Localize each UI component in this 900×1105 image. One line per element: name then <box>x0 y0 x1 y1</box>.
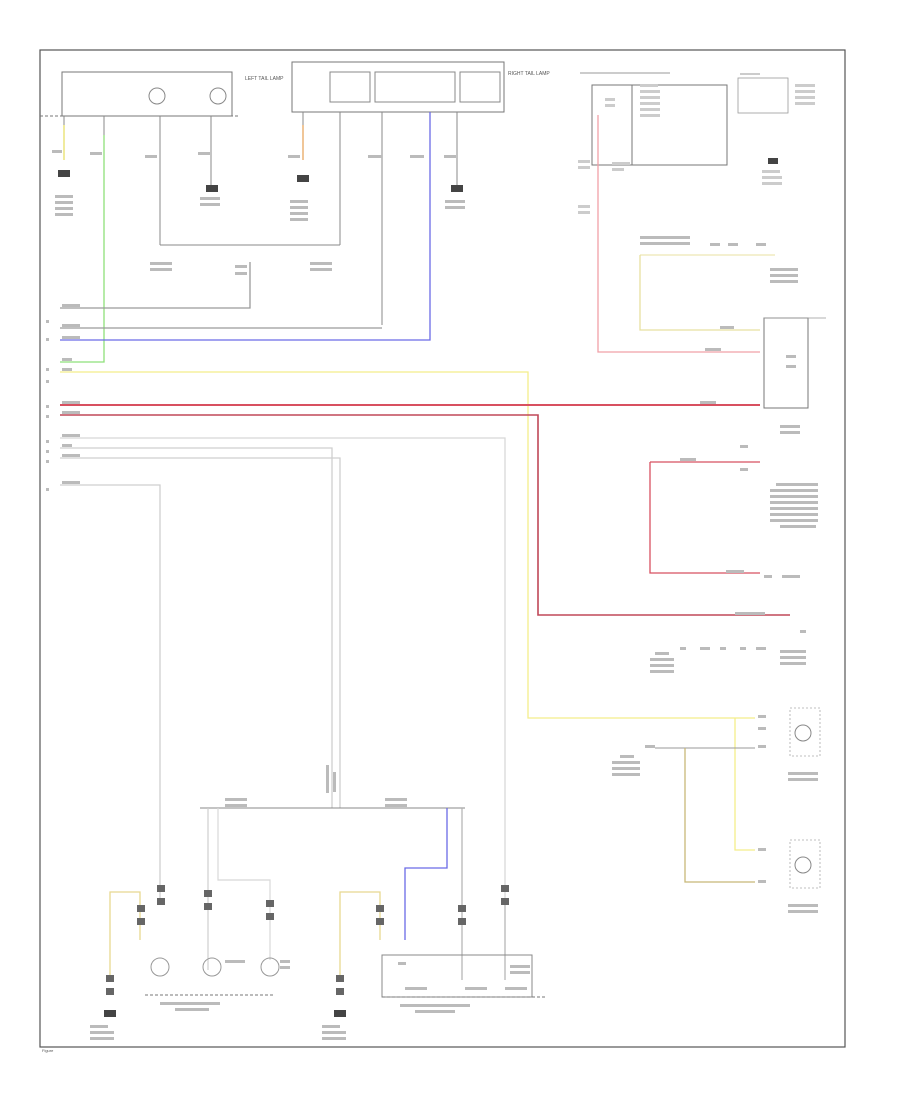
high-mount-stop-lamp-region <box>649 445 818 633</box>
wire-green <box>60 135 105 363</box>
license-lamp-bulb-icon <box>794 856 812 874</box>
ground-symbol <box>768 158 778 164</box>
wire-tan-3 <box>339 891 381 975</box>
tail-lamp-bulb-icon <box>150 957 170 977</box>
license-lamp-bulb-icon <box>794 724 812 742</box>
diagram-frame <box>39 49 846 1048</box>
wire-yellow-2 <box>734 718 755 851</box>
wire-red-2 <box>60 414 790 616</box>
page-label: Figure <box>42 1048 54 1053</box>
bottom-left-lamp-assembly <box>90 808 290 1040</box>
wire-harness-left <box>60 112 790 900</box>
tail-lamp-bulb-icon <box>202 957 222 977</box>
lamp-bulb-icon <box>148 87 166 105</box>
wire-yellow <box>60 371 755 719</box>
wire-white-4 <box>60 484 161 900</box>
wire-tan <box>684 748 755 883</box>
license-lamp-switch-region <box>639 236 798 404</box>
top-connector-stubs <box>63 112 458 325</box>
wire-white-2 <box>60 447 333 808</box>
top-center-lamp-assembly: RIGHT TAIL LAMP <box>291 61 550 113</box>
ground-symbols-top <box>58 170 463 192</box>
top-right-module <box>578 72 815 353</box>
wire-blue-2 <box>404 808 448 940</box>
lamp-bulb-icon <box>209 87 227 105</box>
wire-tan-2 <box>109 891 141 975</box>
wire-tags-left <box>46 304 80 491</box>
wire-gray-1 <box>60 262 251 309</box>
top-left-lamp-assembly: LEFT TAIL LAMP <box>40 71 284 117</box>
wire-white-1 <box>60 437 506 900</box>
wire-blue <box>60 112 431 341</box>
ground-symbol <box>334 1010 346 1017</box>
bottom-splice <box>200 765 465 809</box>
assembly-label: LEFT TAIL LAMP <box>245 76 284 82</box>
wire-white-3 <box>60 457 341 808</box>
license-lamps <box>612 707 821 913</box>
brake-light-switch <box>763 317 826 434</box>
ground-symbol <box>104 1010 116 1017</box>
tail-lamp-bulb-icon <box>260 957 280 977</box>
wire-white-6 <box>217 808 271 960</box>
wire-red-4 <box>649 462 760 574</box>
wire-pink <box>597 115 760 353</box>
assembly-label: RIGHT TAIL LAMP <box>508 71 550 77</box>
connector-row-middle <box>650 647 806 673</box>
wire-yellowish <box>639 255 760 331</box>
tiny-labels-top <box>52 150 465 275</box>
bottom-right-lamp-assembly <box>322 808 545 1040</box>
